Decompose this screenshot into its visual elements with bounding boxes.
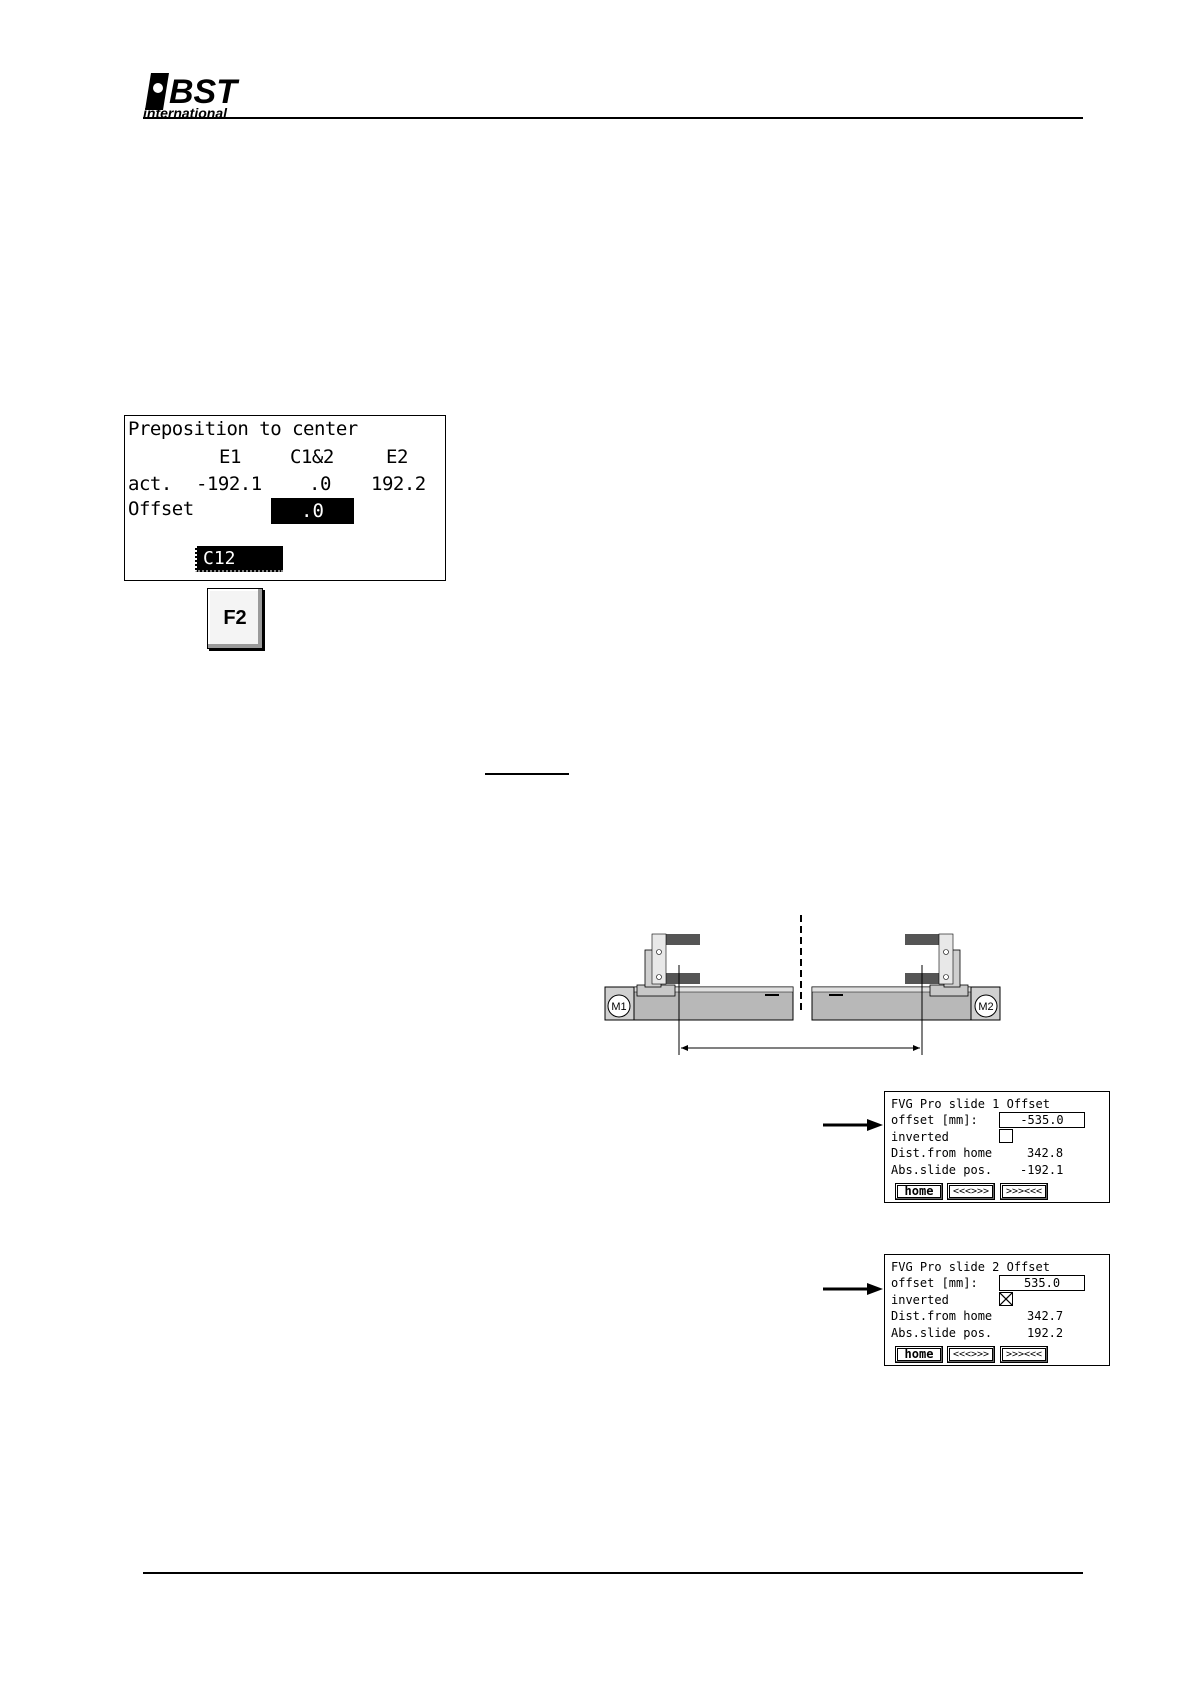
- left-sensor-carriage: [636, 933, 700, 1055]
- move-out-button[interactable]: >>><<<: [1000, 1183, 1048, 1200]
- footer-rule: [143, 1572, 1083, 1574]
- column-header-e1: E1: [219, 446, 241, 468]
- inverted-checkbox[interactable]: [999, 1292, 1013, 1306]
- offset-input[interactable]: 535.0: [999, 1275, 1085, 1291]
- move-in-button[interactable]: <<<>>>: [947, 1183, 995, 1200]
- motor-m2-label: M2: [978, 1001, 993, 1013]
- act-value-e1: -192.1: [196, 473, 262, 495]
- distance-dimension-arrow: [681, 1045, 920, 1051]
- logo-sub: international: [143, 105, 228, 120]
- fvg-slide2-offset-dialog: FVG Pro slide 2 Offset offset [mm]: 535.…: [884, 1254, 1110, 1366]
- motor-m2-icon: [974, 994, 998, 1018]
- act-value-c12: .0: [309, 473, 331, 495]
- arrow-right-icon: [823, 1119, 883, 1131]
- dist-from-home-label: Dist.from home: [891, 1146, 993, 1160]
- logo-brand: BST: [169, 73, 240, 111]
- fvg-slide1-offset-dialog: FVG Pro slide 1 Offset offset [mm]: -535…: [884, 1091, 1110, 1203]
- offset-input[interactable]: -535.0: [999, 1112, 1085, 1128]
- lcd-preposition-screen: Preposition to center E1 C1&2 E2 act. -1…: [124, 415, 446, 581]
- row-label-act: act.: [128, 473, 172, 495]
- lcd-title: Preposition to center: [128, 418, 358, 440]
- inverted-label: inverted: [891, 1293, 949, 1307]
- checkmark-x-icon: [999, 1292, 1013, 1306]
- bst-international-logo: BST international: [143, 73, 240, 120]
- softkey-c12[interactable]: C12: [195, 546, 283, 572]
- arrow-right-icon: [823, 1283, 883, 1295]
- offset-input-field[interactable]: .0: [271, 498, 354, 524]
- inverted-checkbox[interactable]: [999, 1129, 1013, 1143]
- offset-label: offset [mm]:: [891, 1276, 978, 1290]
- inverted-label: inverted: [891, 1130, 949, 1144]
- right-sensor-carriage: [905, 933, 969, 1055]
- motor-m1-icon: [607, 994, 631, 1018]
- home-button[interactable]: home: [895, 1183, 943, 1200]
- slide-diagram: M1 M2: [604, 915, 1001, 1055]
- abs-slide-pos-value: 192.2: [1027, 1326, 1064, 1340]
- abs-slide-pos-value: -192.1: [1020, 1163, 1064, 1177]
- move-out-button[interactable]: >>><<<: [1000, 1346, 1048, 1363]
- motor-m1-label: M1: [611, 1001, 626, 1013]
- column-header-c12: C1&2: [290, 446, 334, 468]
- dialog-title: FVG Pro slide 1 Offset: [891, 1097, 1050, 1111]
- act-value-e2: 192.2: [371, 473, 426, 495]
- column-header-e2: E2: [386, 446, 408, 468]
- right-rail: [811, 986, 1001, 1021]
- dist-from-home-label: Dist.from home: [891, 1309, 993, 1323]
- underline-rule: [485, 773, 569, 775]
- f2-key-button[interactable]: F2: [207, 588, 263, 649]
- move-in-button[interactable]: <<<>>>: [947, 1346, 995, 1363]
- home-button[interactable]: home: [895, 1346, 943, 1363]
- dialog-title: FVG Pro slide 2 Offset: [891, 1260, 1050, 1274]
- dist-from-home-value: 342.8: [1027, 1146, 1064, 1160]
- row-label-offset: Offset: [128, 498, 194, 520]
- header-rule: [143, 117, 1083, 119]
- offset-label: offset [mm]:: [891, 1113, 978, 1127]
- dist-from-home-value: 342.7: [1027, 1309, 1064, 1323]
- abs-slide-pos-label: Abs.slide pos.: [891, 1163, 993, 1177]
- abs-slide-pos-label: Abs.slide pos.: [891, 1326, 993, 1340]
